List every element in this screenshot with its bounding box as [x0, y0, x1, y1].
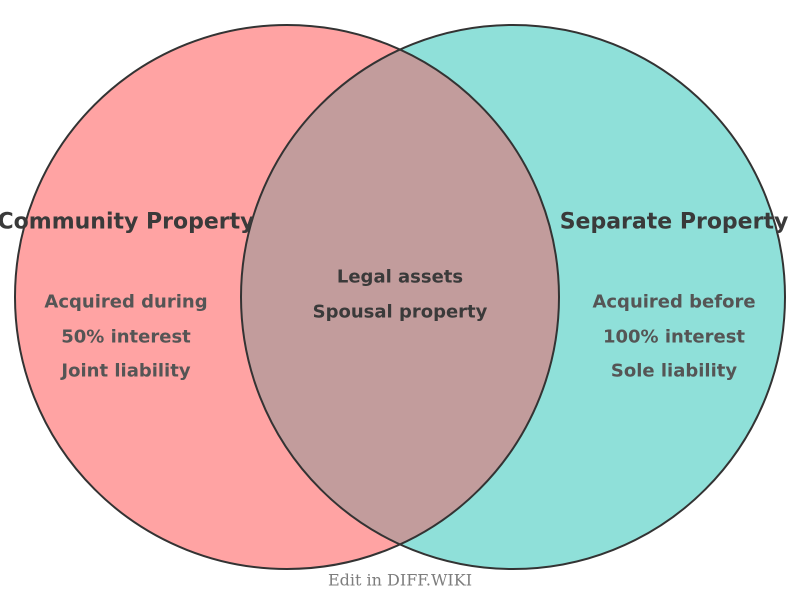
left-set-item: 50% interest	[61, 326, 191, 348]
right-set-item: Acquired before	[592, 291, 756, 313]
left-set-item: Joint liability	[61, 360, 191, 382]
left-circle-outline	[14, 24, 560, 570]
intersection-item: Spousal property	[312, 301, 488, 323]
right-set-title: Separate Property	[559, 209, 789, 235]
edit-in-diffwiki-link[interactable]: Edit in DIFF.WIKI	[327, 570, 473, 590]
right-set-item: Sole liability	[610, 360, 738, 382]
intersection-item: Legal assets	[336, 266, 464, 288]
left-set-title: Community Property	[0, 209, 255, 235]
left-set-item: Acquired during	[44, 291, 208, 313]
right-set-item: 100% interest	[602, 326, 746, 348]
right-circle-outline	[240, 24, 786, 570]
intersection-region-fill	[241, 49, 559, 545]
